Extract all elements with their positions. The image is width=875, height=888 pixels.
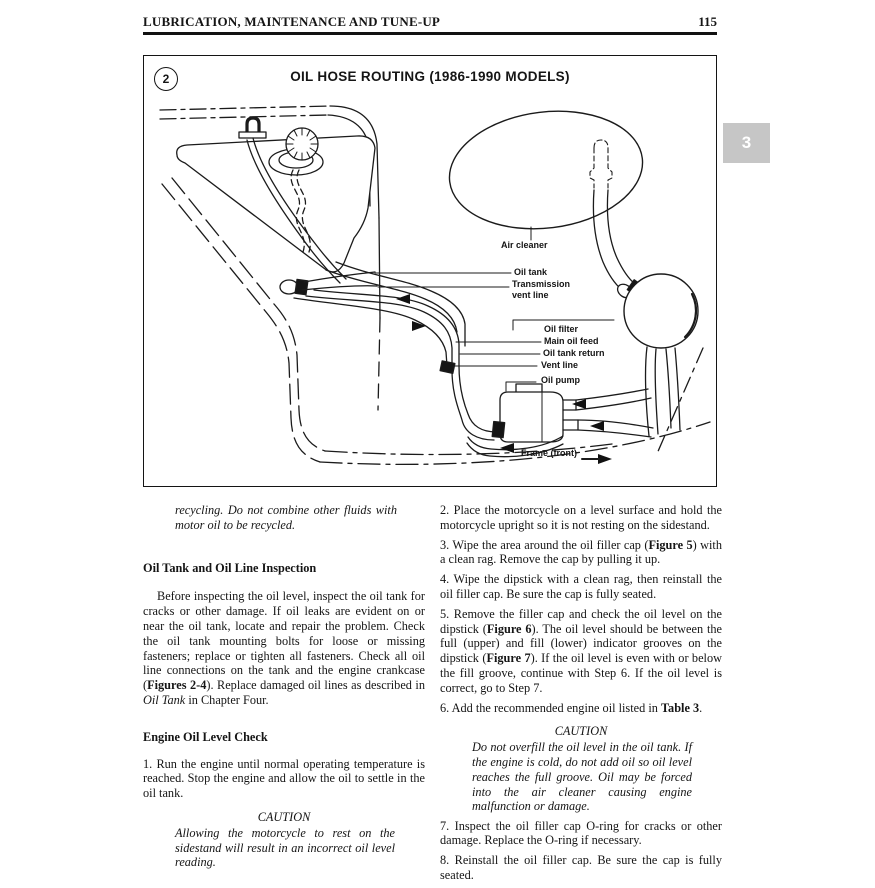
step-6: 6. Add the recommended engine oil listed… [440,701,722,716]
header-rule [143,32,717,35]
step-4: 4. Wipe the dipstick with a clean rag, t… [440,572,722,601]
caution-title-right: CAUTION [554,724,608,739]
para-text: 5. Remove the filler cap and check the o… [440,606,722,636]
table-reference: Table 3 [660,700,700,715]
step-1: 1. Run the engine until normal operating… [143,756,425,801]
figure-reference: Figure 5 [648,537,693,552]
figure-number-badge: 2 [154,67,178,91]
caution-body-left: Allowing the motorcycle to rest on the s… [175,825,395,870]
label-frame-front: Frame (front) [521,448,577,458]
para-text: ). The oil level should be between the f… [440,621,722,666]
figure-reference: Figure 7 [486,651,531,666]
caution-continuation-text: recycling. Do not combine other fluids w… [175,503,397,532]
para-text: ). Replace damaged oil lines as describe… [206,678,425,693]
label-oil-tank: Oil tank [514,267,548,277]
page-header-title: LUBRICATION, MAINTENANCE AND TUNE-UP [143,14,441,29]
section-heading-engine-oil-level: Engine Oil Level Check [143,729,268,744]
page-number: 115 [698,14,717,29]
cross-reference: Oil Tank [143,692,186,707]
step-2: 2. Place the motorcycle on a level surfa… [440,503,722,532]
figure-reference: Figures 2-4 [147,678,207,693]
figure-reference: Figure 6 [486,621,532,636]
paragraph-oil-tank-inspection: Before inspecting the oil level, inspect… [143,589,425,707]
right-column: 2. Place the motorcycle on a level surfa… [440,503,722,888]
caution-title-left: CAUTION [257,809,311,824]
para-text: 6. Add the recommended engine oil listed… [440,700,661,715]
step-8: 8. Reinstall the oil filler cap. Be sure… [440,853,722,883]
label-transmission-line2: vent line [512,290,549,300]
label-oil-tank-return: Oil tank return [543,348,605,358]
para-text: in Chapter Four. [185,692,269,707]
section-heading-oil-tank-inspection: Oil Tank and Oil Line Inspection [143,560,317,575]
label-oil-filter: Oil filter [544,324,579,334]
para-text: ). If the oil level is even with or belo… [440,651,722,695]
label-transmission-vent-line: Transmission vent line [512,279,570,301]
figure-title: OIL HOSE ROUTING (1986-1990 MODELS) [290,69,570,84]
para-text: 3. Wipe the area around the oil filler c… [440,537,649,552]
oil-hose-routing-diagram [159,105,711,466]
label-air-cleaner: Air cleaner [501,240,548,250]
label-oil-pump: Oil pump [541,375,580,385]
label-vent-line: Vent line [541,360,579,370]
caution-body-right: Do not overfill the oil level in the oil… [472,740,692,814]
para-text: Before inspecting the oil level, inspect… [143,589,425,693]
figure-box: 2 OIL HOSE ROUTING (1986-1990 MODELS) [143,55,717,487]
step-5: 5. Remove the filler cap and check the o… [440,607,722,696]
step-7: 7. Inspect the oil filler cap O-ring for… [440,818,722,848]
left-column: recycling. Do not combine other fluids w… [143,503,425,875]
step-3: 3. Wipe the area around the oil filler c… [440,538,722,568]
chapter-tab: 3 [723,123,770,163]
para-text: ) with a clean rag. Remove the cap by pu… [440,537,722,567]
para-text: . [699,700,703,715]
label-transmission-line1: Transmission [512,279,571,289]
label-main-oil-feed: Main oil feed [544,336,599,346]
